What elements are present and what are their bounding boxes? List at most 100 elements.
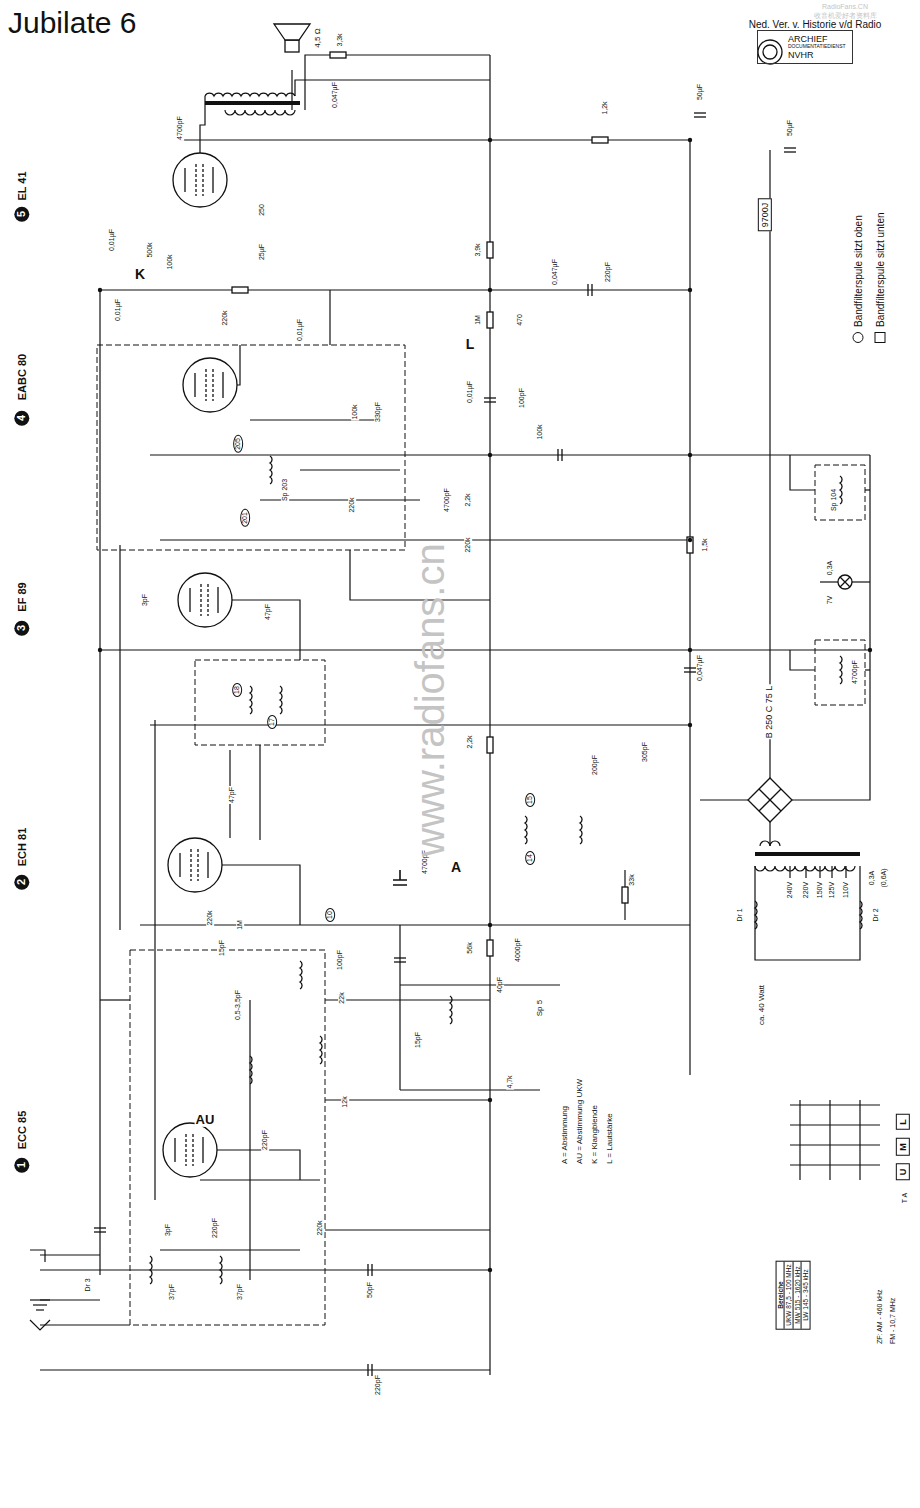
component-value: 2,2k (464, 492, 472, 507)
components (250, 686, 252, 714)
wiring (790, 1124, 880, 1125)
components (393, 870, 407, 885)
component-value: 12k (341, 1095, 349, 1108)
wiring (30, 55, 880, 1375)
components (484, 398, 496, 402)
component-value: 15pF (414, 1031, 422, 1049)
wiring (40, 1324, 130, 1325)
components (368, 1264, 372, 1276)
components (487, 312, 493, 328)
wiring (325, 999, 490, 1000)
junctions (688, 138, 692, 142)
tubes (183, 358, 237, 412)
wiring (700, 799, 748, 800)
components (368, 1364, 372, 1376)
wiring (200, 96, 205, 153)
component-value: 305pF (641, 741, 649, 763)
wiring (400, 984, 560, 985)
wiring (200, 1179, 320, 1180)
components (320, 1036, 322, 1064)
components (840, 476, 842, 504)
legend-item: Bandfilterspule sitzt unten (875, 210, 886, 345)
wiring (755, 866, 855, 871)
components (270, 456, 272, 484)
key-button: M (896, 1138, 910, 1156)
components (694, 113, 706, 117)
component-value: 500k (146, 241, 154, 258)
node-text: L (898, 1119, 908, 1125)
note-text: K = Klangblende (591, 1104, 600, 1165)
wiring (789, 866, 790, 878)
callout-number: 5 (14, 206, 29, 221)
coil-number: 15 (525, 793, 535, 807)
legend-text: Bandfilterspule sitzt oben (853, 215, 864, 327)
control-letter: K (134, 267, 146, 282)
node-text: MW 515 - 1620 kHz (794, 1261, 802, 1328)
component-value: 50pF (366, 1281, 374, 1299)
components (758, 40, 782, 64)
wiring (119, 545, 120, 930)
wiring (154, 720, 155, 1200)
junctions (488, 1098, 492, 1102)
junctions (488, 1268, 492, 1272)
component-value: (0,6A) (880, 867, 888, 888)
component-value: 50µF (786, 119, 794, 137)
wiring (150, 454, 870, 455)
wiring (799, 1100, 800, 1180)
component-value: 220k (206, 909, 214, 926)
tubes (168, 838, 222, 892)
callout-number: 3 (14, 620, 29, 635)
component-value: 37pF (236, 1283, 244, 1301)
junctions (488, 138, 492, 142)
components (280, 686, 282, 714)
junctions (688, 288, 692, 292)
node-text: UKW 87,5 - 100 MHz (785, 1261, 793, 1328)
watermark: www.radiofans.cn (408, 542, 452, 857)
wiring (325, 1099, 490, 1100)
callout-number: 1 (14, 1157, 29, 1172)
components (232, 287, 248, 293)
components (250, 1056, 252, 1084)
note-text: ca. 40 Watt (758, 984, 767, 1026)
shields (97, 345, 865, 1325)
components (687, 537, 693, 553)
node-text: 9700J (760, 203, 770, 228)
component-value: 0,01µF (108, 228, 116, 252)
note-text: ZF: AM - 460 kHz (876, 1289, 884, 1345)
shields (815, 465, 865, 520)
component-value: 0,047µF (696, 654, 704, 682)
wiring (205, 93, 295, 96)
wiring (820, 581, 838, 582)
wiring (346, 54, 490, 55)
component-value: Sp 5 (536, 999, 545, 1017)
diagram-title: Jubilate 6 (8, 6, 136, 39)
note-text: A = Abstimmung (561, 1105, 570, 1165)
component-value: Dr 3 (84, 1277, 92, 1292)
callout-number: 2 (14, 874, 29, 889)
component-value: 220V (802, 881, 810, 899)
tube-type: EABC 80 (16, 353, 28, 401)
junctions (98, 138, 872, 1272)
wiring (300, 469, 400, 470)
wiring (33, 1304, 47, 1305)
components (220, 1256, 222, 1284)
tubes (163, 1123, 217, 1177)
component-value: 4700pF (176, 115, 184, 141)
tube-type: EL 41 (16, 170, 28, 201)
component-value: 2,2k (466, 734, 474, 749)
components (684, 668, 696, 672)
components (840, 656, 842, 684)
component-value: 200pF (591, 754, 599, 776)
cores (205, 101, 860, 856)
watermark: RadioFans.CN (821, 3, 869, 11)
junctions (688, 648, 692, 652)
coil-number: 14 (525, 851, 535, 865)
component-value: 0,047µF (331, 81, 339, 109)
wiring (400, 1089, 540, 1090)
junctions (688, 453, 692, 457)
wiring (30, 1250, 45, 1262)
header-note: Ned. Ver. v. Historie v/d Radio (748, 19, 883, 30)
component-value: 0,01µF (296, 318, 304, 342)
wiring (225, 110, 295, 115)
component-value: 33k (628, 873, 636, 886)
